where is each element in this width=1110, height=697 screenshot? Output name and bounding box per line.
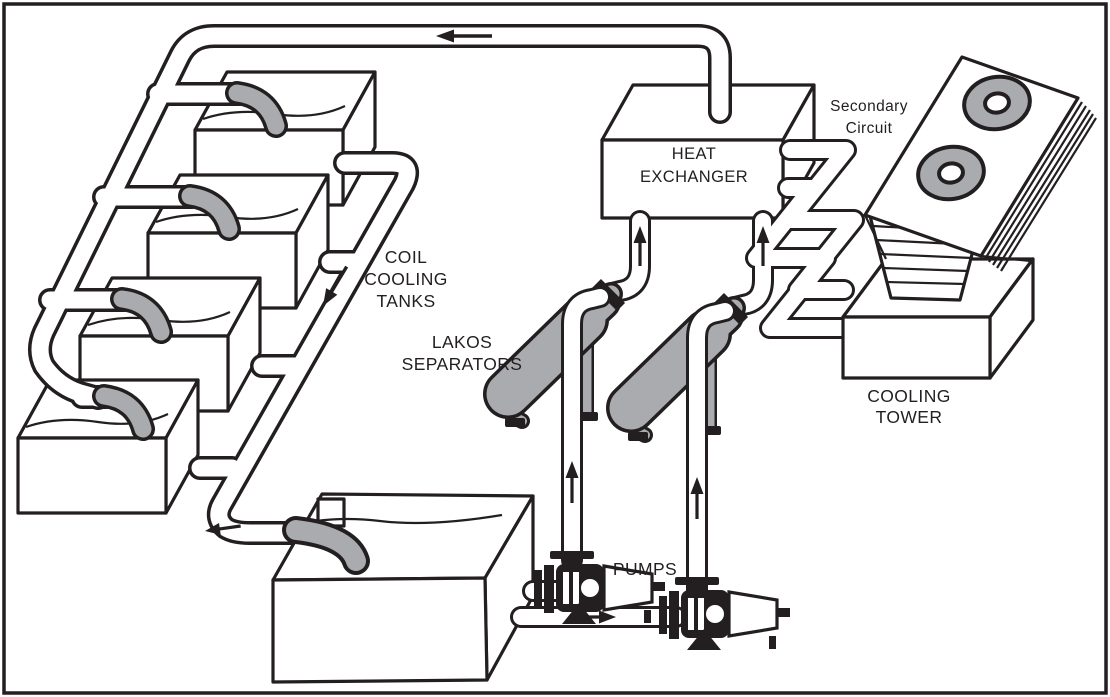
label-coil-cooling-tanks-line2: COOLING (364, 269, 448, 289)
label-cooling-tower-line2: TOWER (876, 407, 943, 427)
label-lakos-separators-line2: SEPARATORS (402, 354, 523, 374)
pump-1 (534, 551, 665, 624)
flow-arrow-riser-hx-1 (633, 226, 647, 266)
cooling-tower-fan-2 (916, 144, 986, 202)
label-lakos-separators-line1: LAKOS (432, 332, 492, 352)
flow-arrow-drain-diagonal (323, 265, 349, 306)
flow-arrow-suction-right (570, 610, 616, 624)
label-secondary-circuit-line1: Secondary (830, 98, 908, 115)
label-heat-exchanger-line1: HEAT (672, 145, 716, 163)
flow-arrow-riser-pump-1 (565, 461, 579, 503)
reservoir-inlet-spout (282, 516, 370, 575)
flow-arrow-reservoir-inlet (205, 522, 241, 535)
tank-inlet-spouts (92, 81, 288, 441)
cooling-tower-fan-1 (962, 74, 1032, 132)
cooling-tower (841, 55, 1097, 380)
label-coil-cooling-tanks-line3: TANKS (376, 291, 435, 311)
label-heat-exchanger-line2: EXCHANGER (640, 168, 748, 186)
pump-riser-pipes (561, 286, 736, 611)
label-cooling-tower-line1: COOLING (867, 386, 951, 406)
label-coil-cooling-tanks-line1: COIL (385, 247, 427, 267)
flow-arrow-top-left (436, 29, 492, 43)
label-pumps: PUMPS (613, 559, 677, 579)
label-secondary-circuit-line2: Circuit (846, 120, 893, 137)
flow-arrow-riser-pump-2 (690, 477, 704, 519)
flow-arrow-riser-hx-2 (756, 226, 770, 266)
pump-2 (659, 577, 790, 650)
